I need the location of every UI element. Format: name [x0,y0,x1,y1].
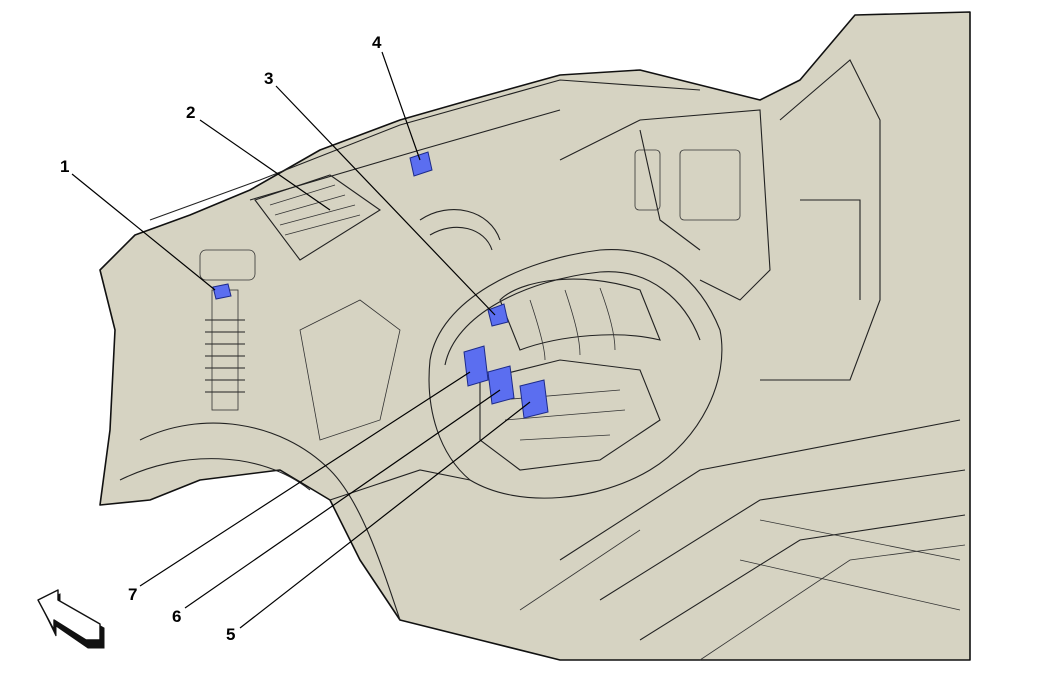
car-body-outline [99,11,971,661]
part-5-coil [519,379,549,419]
callout-1: 1 [60,157,69,176]
part-7-coil [463,345,489,387]
callout-labels: 1 2 3 4 5 6 7 [60,33,382,644]
callout-2: 2 [186,103,195,122]
part-6-coil [487,365,515,405]
part-3-sensor [487,303,509,327]
part-1-sensor [212,283,232,300]
callout-7: 7 [128,585,137,604]
callout-6: 6 [172,607,181,626]
direction-arrow-icon [37,589,105,649]
callout-4: 4 [372,33,382,52]
callout-3: 3 [264,69,273,88]
part-4-component [409,151,433,177]
leader-lines [71,51,531,629]
highlighted-parts [212,151,549,419]
callout-5: 5 [226,625,235,644]
